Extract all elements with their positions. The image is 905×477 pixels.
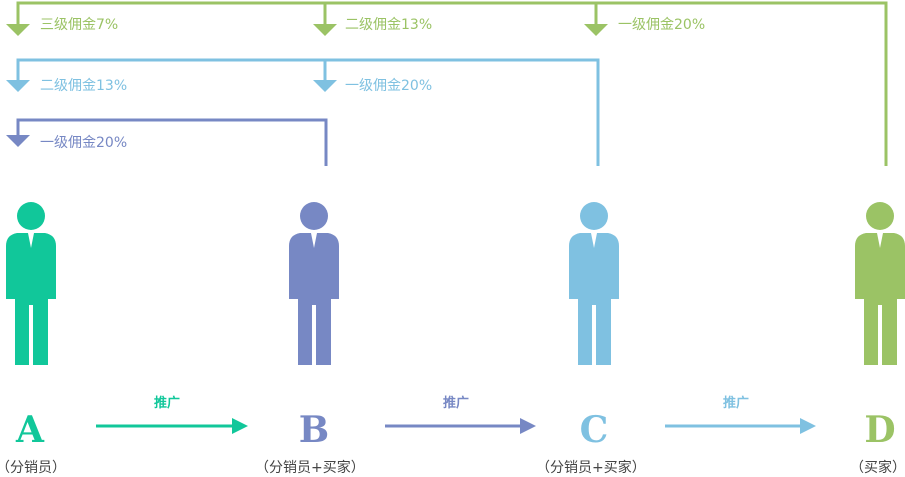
person-d-icon: [855, 202, 905, 365]
person-role-c: （分销员+买家）: [536, 460, 646, 476]
arrow-down-icon: [313, 24, 337, 36]
promotion-arrow-c-d: [665, 418, 816, 434]
commission-label: 一级佣金20%: [618, 17, 706, 33]
commission-label: 一级佣金20%: [345, 78, 433, 94]
arrow-down-icon: [584, 24, 608, 36]
person-letter-b: B: [298, 409, 330, 451]
arrow-down-icon: [6, 80, 30, 92]
promotion-label: 推广: [443, 396, 470, 411]
promotion-arrow-a-b: [96, 418, 248, 434]
commission-lines-from-b: [16, 118, 328, 166]
promotion-label: 推广: [154, 396, 181, 411]
person-letter-a: A: [16, 409, 44, 451]
person-role-a: （分销员）: [0, 460, 66, 476]
person-a-icon: [6, 202, 56, 365]
person-c-icon: [569, 202, 619, 365]
promotion-label: 推广: [723, 396, 750, 411]
commission-label: 二级佣金13%: [345, 17, 433, 33]
commission-label: 一级佣金20%: [40, 135, 128, 151]
person-letter-c: C: [579, 409, 609, 451]
arrow-down-icon: [313, 80, 337, 92]
person-role-b: （分销员+买家）: [255, 460, 365, 476]
arrow-down-icon: [6, 24, 30, 36]
person-letter-d: D: [864, 409, 896, 451]
person-b-icon: [289, 202, 339, 365]
commission-lines-from-d: [16, 1, 888, 166]
arrow-down-icon: [6, 135, 30, 147]
commission-label: 三级佣金7%: [40, 17, 119, 33]
commission-label: 二级佣金13%: [40, 78, 128, 94]
promotion-arrow-b-c: [385, 418, 536, 434]
person-role-d: （买家）: [850, 460, 905, 476]
